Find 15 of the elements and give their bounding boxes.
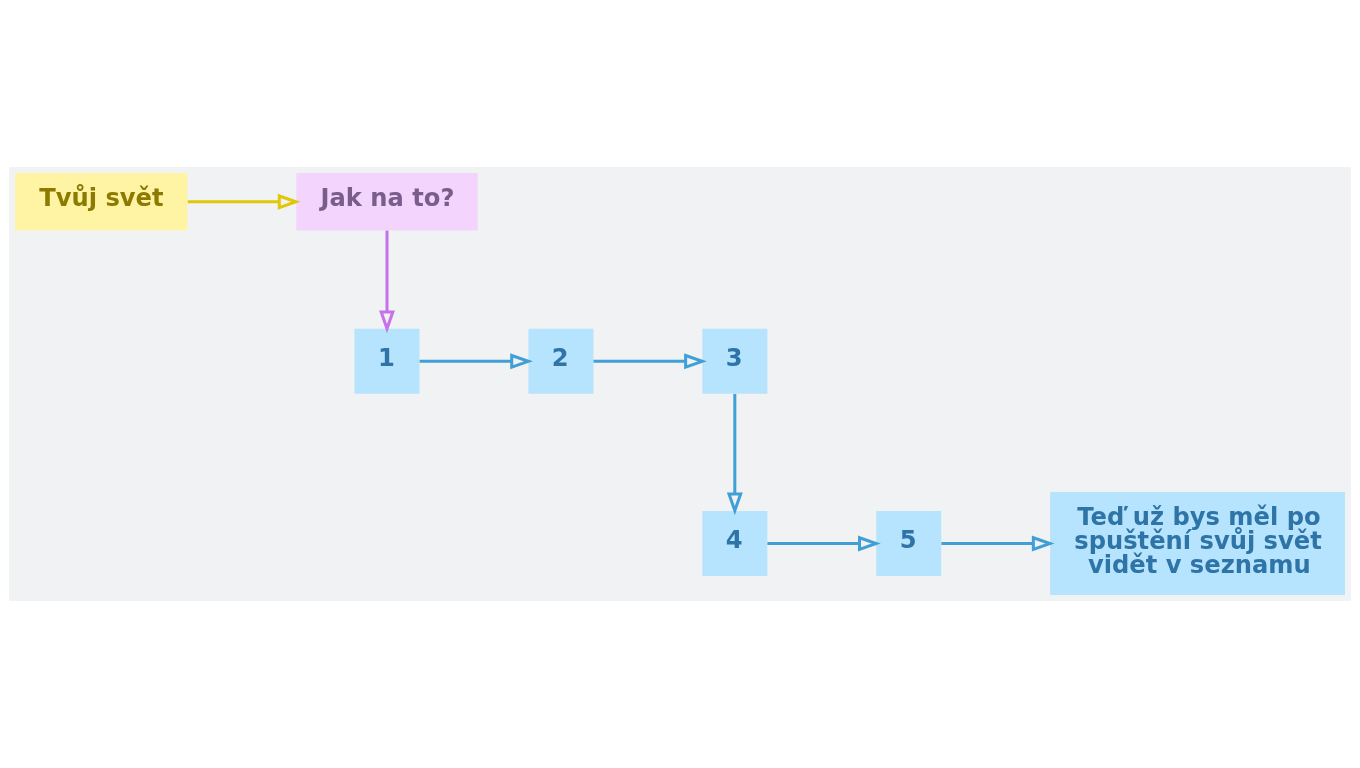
node-box: Jak na to? xyxy=(296,173,478,231)
arrow xyxy=(187,193,301,210)
arrow xyxy=(593,353,707,370)
node-box: 3 xyxy=(702,328,768,394)
node-box: Teď už bys měl po spuštění svůj svět vidět v seznamu xyxy=(1050,492,1345,595)
node-box: Tvůj svět xyxy=(15,173,188,231)
node-box: 4 xyxy=(702,511,768,577)
arrow xyxy=(379,230,395,334)
arrow xyxy=(419,353,533,370)
arrow xyxy=(767,535,881,552)
node-box: 2 xyxy=(528,328,594,394)
arrow xyxy=(726,394,743,516)
node-box: 5 xyxy=(876,511,942,577)
node-box: 1 xyxy=(354,328,420,394)
arrow xyxy=(941,535,1055,552)
